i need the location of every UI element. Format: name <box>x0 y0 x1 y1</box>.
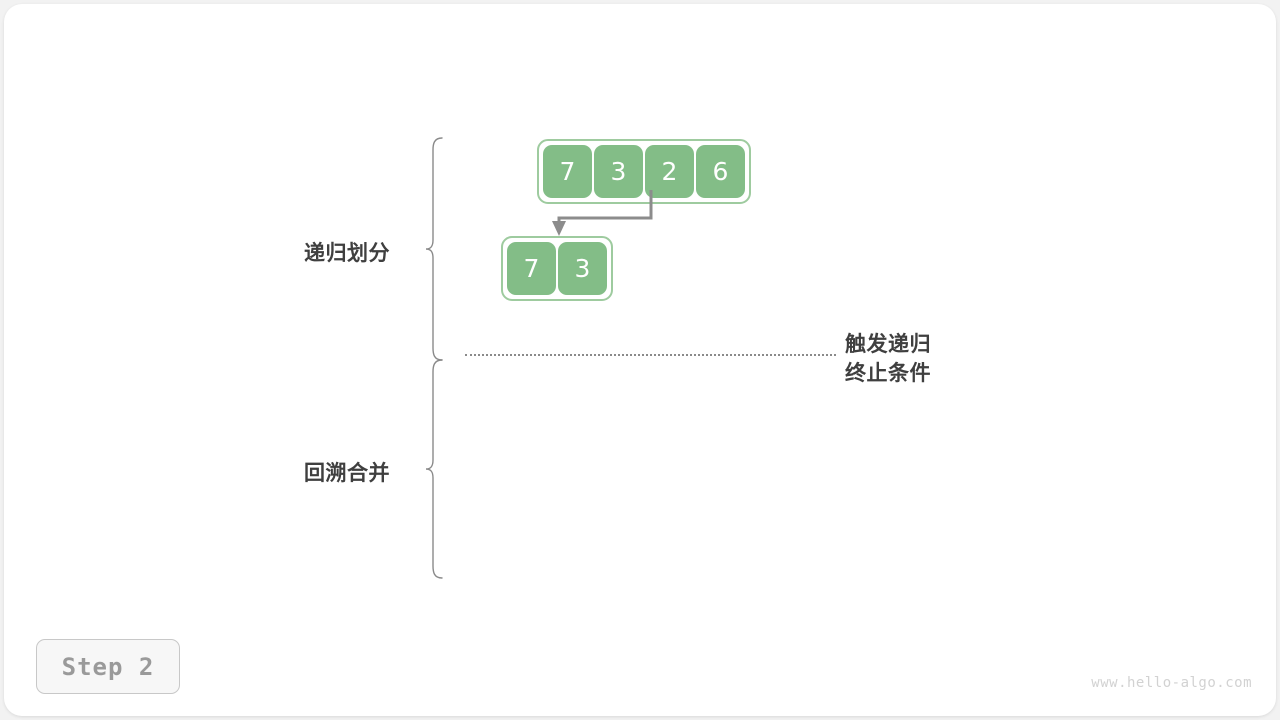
stage-label-merge: 回溯合并 <box>304 461 390 485</box>
watermark: www.hello-algo.com <box>1091 675 1252 691</box>
original-array: 7 3 2 6 <box>537 139 751 204</box>
array-cell: 7 <box>507 242 556 295</box>
array-cell: 2 <box>645 145 694 198</box>
array-cell: 3 <box>594 145 643 198</box>
array-cell: 6 <box>696 145 745 198</box>
annotation-line-2: 终止条件 <box>845 361 931 385</box>
step-badge: Step 2 <box>36 639 180 694</box>
array-cell: 3 <box>558 242 607 295</box>
figure-card <box>4 4 1276 716</box>
stage-label-divide: 递归划分 <box>304 241 390 265</box>
recursion-boundary-line <box>465 354 836 356</box>
left-subarray: 7 3 <box>501 236 613 301</box>
recursion-terminate-annotation: 触发递归 终止条件 <box>845 330 931 388</box>
annotation-line-1: 触发递归 <box>845 332 931 356</box>
brace-merge-stage <box>424 358 450 580</box>
array-cell: 7 <box>543 145 592 198</box>
step-badge-label: Step 2 <box>61 652 155 681</box>
brace-divide-stage <box>424 136 450 362</box>
divide-arrow <box>540 190 680 250</box>
